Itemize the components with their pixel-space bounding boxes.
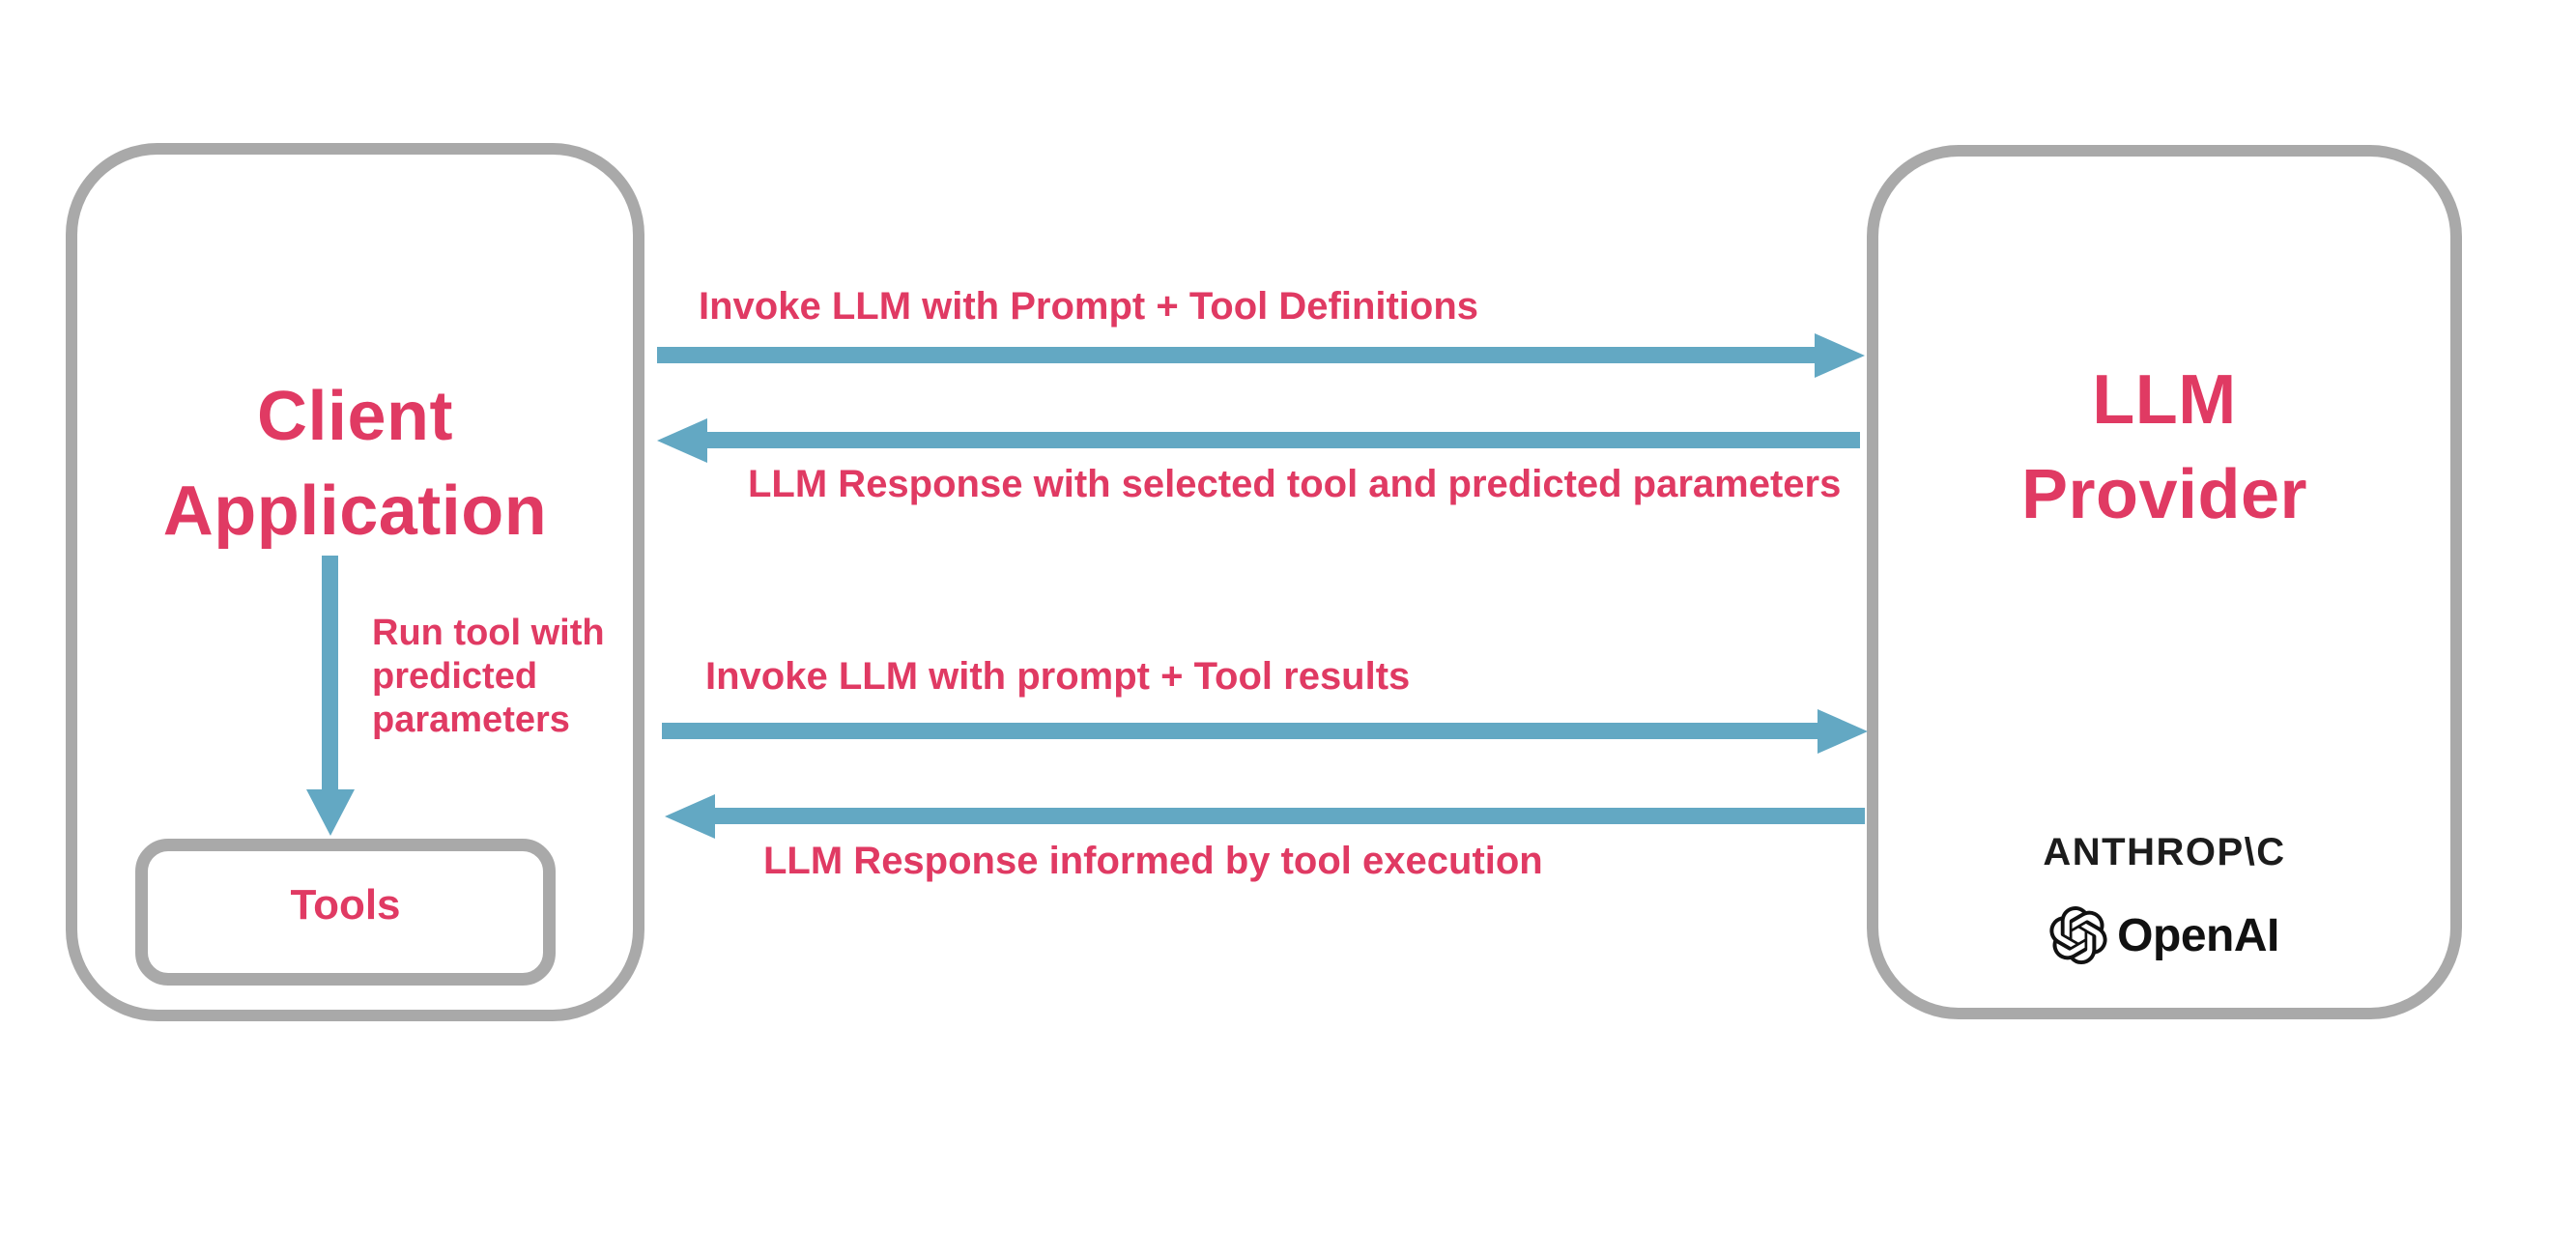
client-application-title: Client Application bbox=[66, 369, 644, 558]
client-title-line1: Client bbox=[256, 378, 453, 455]
msg3-arrow-head bbox=[1818, 709, 1868, 754]
msg3-arrow-right-icon bbox=[662, 709, 1868, 754]
msg3-arrow-shaft bbox=[662, 723, 1819, 739]
msg4-arrow-shaft bbox=[713, 808, 1865, 824]
msg1-arrow-right-icon bbox=[657, 333, 1865, 378]
openai-logo: OpenAI bbox=[1867, 901, 2462, 969]
run-tool-arrow-head bbox=[306, 789, 355, 836]
run-tool-note-line1: Run tool with bbox=[372, 613, 605, 653]
msg4-arrow-left-icon bbox=[665, 794, 1865, 839]
run-tool-note: Run tool with predicted parameters bbox=[372, 612, 605, 742]
llm-provider-box bbox=[1867, 145, 2462, 1019]
openai-wordmark: OpenAI bbox=[2117, 909, 2279, 961]
openai-icon bbox=[2049, 906, 2107, 964]
anthropic-logo: ANTHROP\C bbox=[2043, 831, 2286, 873]
llm-title-line2: Provider bbox=[2020, 456, 2308, 533]
msg3-label: Invoke LLM with prompt + Tool results bbox=[705, 655, 1411, 698]
msg4-arrow-head bbox=[665, 794, 715, 839]
run-tool-note-line3: parameters bbox=[372, 700, 570, 740]
tools-box-label: Tools bbox=[290, 881, 401, 929]
llm-provider-title: LLM Provider bbox=[1867, 353, 2462, 542]
llm-title-line1: LLM bbox=[2092, 361, 2237, 439]
msg2-label: LLM Response with selected tool and pred… bbox=[748, 463, 1842, 505]
client-title-line2: Application bbox=[162, 472, 548, 550]
msg4-label: LLM Response informed by tool execution bbox=[763, 840, 1543, 882]
msg1-arrow-head bbox=[1815, 333, 1865, 378]
msg1-label: Invoke LLM with Prompt + Tool Definition… bbox=[699, 285, 1479, 328]
msg2-arrow-head bbox=[657, 418, 707, 463]
run-tool-arrow-down-icon bbox=[306, 556, 355, 836]
msg2-arrow-shaft bbox=[705, 432, 1860, 448]
tools-box: Tools bbox=[135, 839, 556, 986]
msg1-arrow-shaft bbox=[657, 347, 1817, 363]
msg2-arrow-left-icon bbox=[657, 418, 1860, 463]
run-tool-note-line2: predicted bbox=[372, 656, 538, 697]
run-tool-arrow-shaft bbox=[322, 556, 338, 790]
